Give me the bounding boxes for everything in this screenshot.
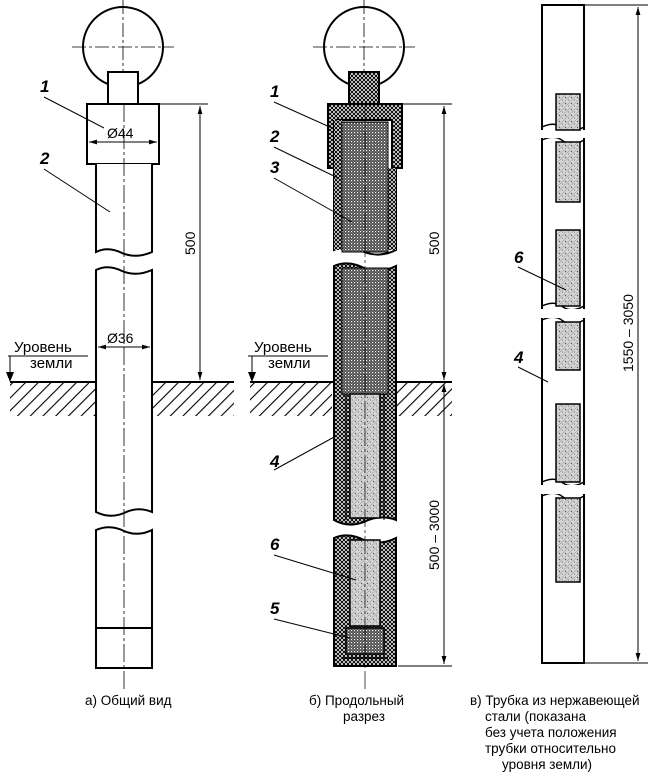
dim-diameter-44: Ø44 — [107, 125, 134, 141]
caption-a: а) Общий вид — [85, 693, 172, 708]
callout-1-a: 1 — [40, 77, 49, 96]
svg-text:Уровень: Уровень — [254, 339, 312, 356]
fill-segment — [555, 497, 581, 583]
dim-tube-length: 1550 – 3050 — [620, 294, 636, 372]
ground-label-b: Уровень земли — [248, 339, 328, 382]
view-b-section: 500 500 – 3000 Уровень земли 1 2 3 4 6 5… — [248, 0, 452, 724]
callout-4-b: 4 — [269, 452, 280, 471]
callout-2-a: 2 — [39, 149, 50, 168]
fill-segment — [555, 321, 581, 371]
callout-1-b: 1 — [270, 82, 279, 101]
svg-text:земли: земли — [30, 355, 73, 372]
dim-height-500-a: 500 — [182, 231, 198, 255]
svg-text:земли: земли — [268, 355, 311, 372]
fill-segment — [555, 93, 581, 131]
dim-depth-b: 500 – 3000 — [426, 500, 442, 570]
view-c-tube: 1550 – 3050 6 4 в) Трубка из нержавеющей… — [470, 4, 648, 772]
svg-text:Уровень: Уровень — [14, 339, 72, 356]
caption-c-line1: в) Трубка из нержавеющей — [470, 693, 640, 708]
callout-6-b: 6 — [270, 535, 280, 554]
ground-hatch-a — [10, 382, 96, 416]
caption-b-line2: разрез — [343, 709, 385, 724]
ground-label-a: Уровень земли — [6, 339, 88, 382]
dim-diameter-36: Ø36 — [107, 330, 134, 346]
caption-c-line4: трубки относительно — [485, 741, 616, 756]
fill-segment — [555, 403, 581, 483]
callout-4-c: 4 — [513, 348, 524, 367]
fill-segment — [555, 229, 581, 307]
view-a-general: Ø44 Ø36 500 Уровень земли 1 2 а) Общий в… — [6, 0, 234, 708]
caption-c-line2: стали (показана — [485, 709, 586, 724]
caption-b-line1: б) Продольный — [309, 693, 404, 708]
dim-height-500-b: 500 — [426, 231, 442, 255]
caption-c-line3: без учета положения — [485, 725, 617, 740]
caption-c-line5: уровня земли) — [502, 757, 592, 772]
callout-2-b: 2 — [269, 127, 280, 146]
callout-6-c: 6 — [514, 248, 524, 267]
callout-5-b: 5 — [270, 599, 280, 618]
callout-3-b: 3 — [270, 158, 280, 177]
fill-segment — [555, 141, 581, 203]
